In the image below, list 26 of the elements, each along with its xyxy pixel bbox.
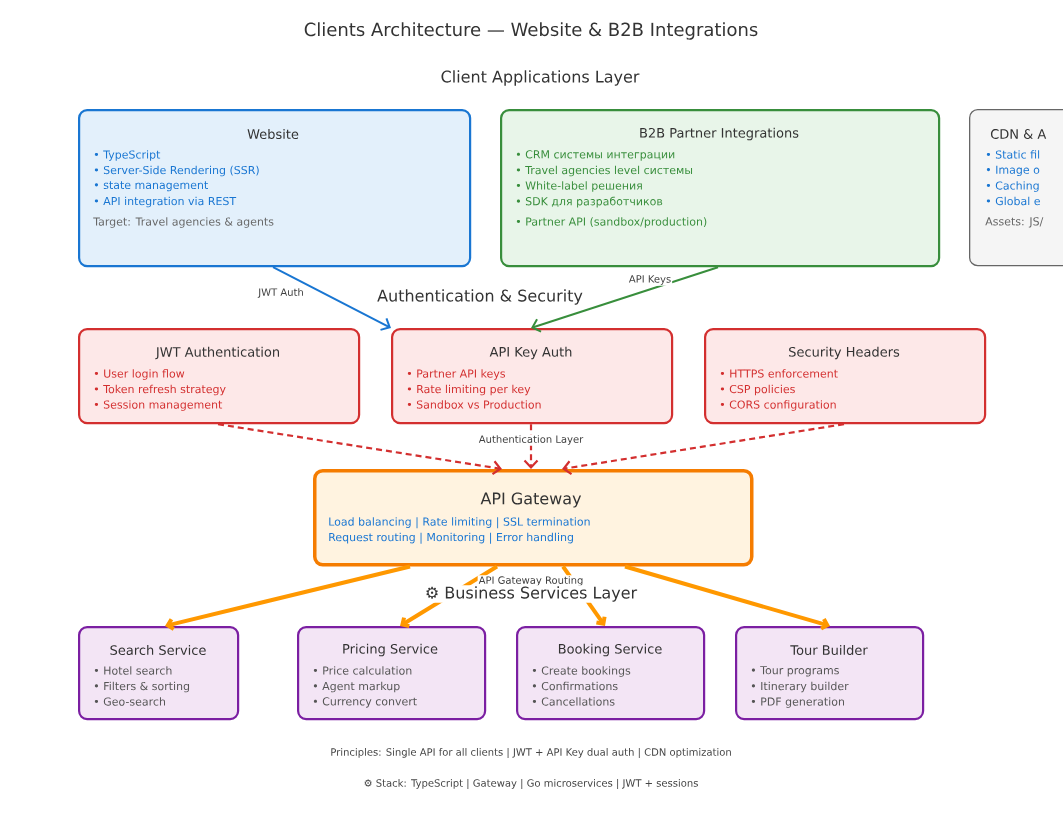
- auth-box: API Key Auth • Partner API keys • Rate limiting per key • Sandbox vs Production: [391, 328, 674, 425]
- auth-box: Security Headers • HTTPS enforcement • CSP policies • CORS configuration: [704, 328, 987, 425]
- client-box: B2B Partner Integrations • CRM системы интеграции • Travel agencies level системы • White-label решения • SDK для разработчиков • Partner API (sandbox/production): [500, 109, 941, 268]
- title: Clients Architecture — Website & B2B Integrations: [304, 22, 758, 40]
- edge-label: JWT Auth: [257, 287, 305, 299]
- edge-label: Authentication Layer: [477, 434, 585, 446]
- arrow: [272, 266, 391, 331]
- edge-label: API Keys: [627, 274, 673, 286]
- arrow: [562, 423, 845, 475]
- service-box: Tour Builder • Tour programs • Itinerary builder • PDF generation: [735, 626, 925, 721]
- footer-note: Principles: Single API for all clients | JWT + API Key dual auth | CDN optimization: [329, 747, 733, 759]
- section-heading: Client Applications Layer: [439, 69, 641, 87]
- client-box: Website • TypeScript • Server-Side Rendering (SSR) • state management • API integration via REST Target: Travel agencies & agents: [78, 109, 472, 268]
- section-heading: Authentication & Security: [376, 288, 584, 306]
- service-box: Pricing Service • Price calculation • Agent markup • Currency convert: [297, 626, 487, 721]
- arrow: [531, 266, 719, 333]
- arrow: [217, 423, 502, 475]
- footer-note: ⚙ Stack: TypeScript | Gateway | Go microservices | JWT + sessions: [362, 778, 700, 790]
- service-box: Booking Service • Create bookings • Confirmations • Cancellations: [516, 626, 706, 721]
- arrow: [165, 564, 411, 631]
- service-box: Search Service • Hotel search • Filters & sorting • Geo-search: [78, 626, 240, 721]
- arrow: [624, 564, 830, 631]
- auth-box: JWT Authentication • User login flow • Token refresh strategy • Session management: [78, 328, 361, 425]
- arrow: [523, 424, 539, 469]
- gateway-box: API Gateway Load balancing | Rate limiting | SSL termination Request routing | Monitoring | Error handling: [313, 469, 754, 567]
- client-box: CDN & A • Static fil • Image o • Caching • Global e Assets: JS/: [969, 109, 1063, 267]
